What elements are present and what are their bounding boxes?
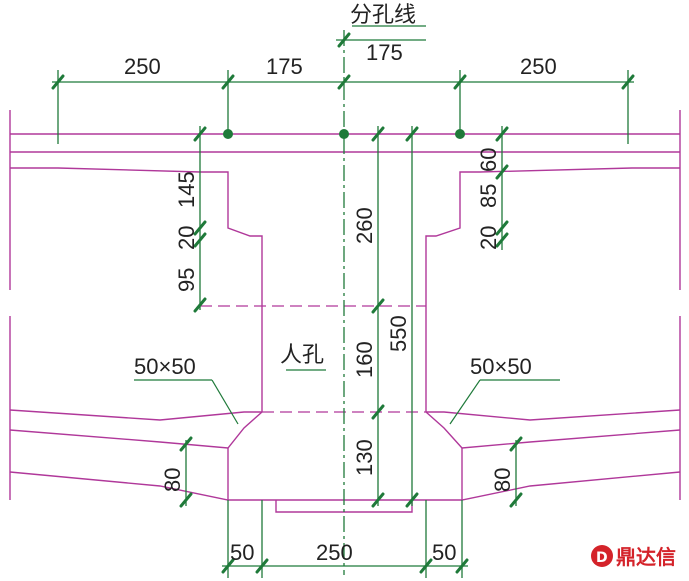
dim-bottom-side-left: 80 [160, 468, 185, 492]
dim-left-1: 145 [174, 171, 199, 208]
divider-label: 分孔线 [350, 3, 416, 28]
brand-logo-text: 鼎达信 [616, 545, 676, 569]
dim-center-1: 260 [352, 207, 377, 244]
dim-top-4: 250 [520, 54, 557, 79]
dim-top-3: 175 [366, 40, 403, 65]
dim-bottom-2: 250 [316, 540, 353, 565]
dim-left-2: 20 [174, 226, 199, 250]
dim-right-1: 60 [476, 148, 501, 172]
chamfer-label-right: 50×50 [470, 354, 532, 379]
dim-bottom-side-right: 80 [490, 468, 515, 492]
dim-top-2: 175 [266, 54, 303, 79]
dim-center-2: 160 [352, 341, 377, 378]
center-dimension-chain [371, 126, 419, 508]
dim-bottom-1: 50 [230, 540, 254, 565]
manhole-label: 人孔 [280, 343, 324, 368]
bottom-dimension-chain [221, 500, 469, 578]
svg-text:D: D [596, 550, 608, 566]
reference-dots [223, 129, 465, 139]
dim-left-3: 95 [174, 268, 199, 292]
chamfer-leaders [134, 379, 560, 425]
right-dimension-chain [495, 126, 509, 250]
dim-center-4: 550 [386, 315, 411, 352]
dim-right-3: 20 [476, 226, 501, 250]
dim-bottom-3: 50 [432, 540, 456, 565]
dim-top-1: 250 [124, 54, 161, 79]
dim-right-2: 85 [476, 184, 501, 208]
chamfer-label-left: 50×50 [134, 354, 196, 379]
dim-center-3: 130 [352, 439, 377, 476]
left-dimension-chain [193, 126, 207, 313]
brand-logo: D 鼎达信 [591, 545, 676, 569]
bottom-side-dims [179, 436, 523, 508]
structure-outline [9, 110, 681, 513]
top-dimension-chain [51, 32, 635, 144]
